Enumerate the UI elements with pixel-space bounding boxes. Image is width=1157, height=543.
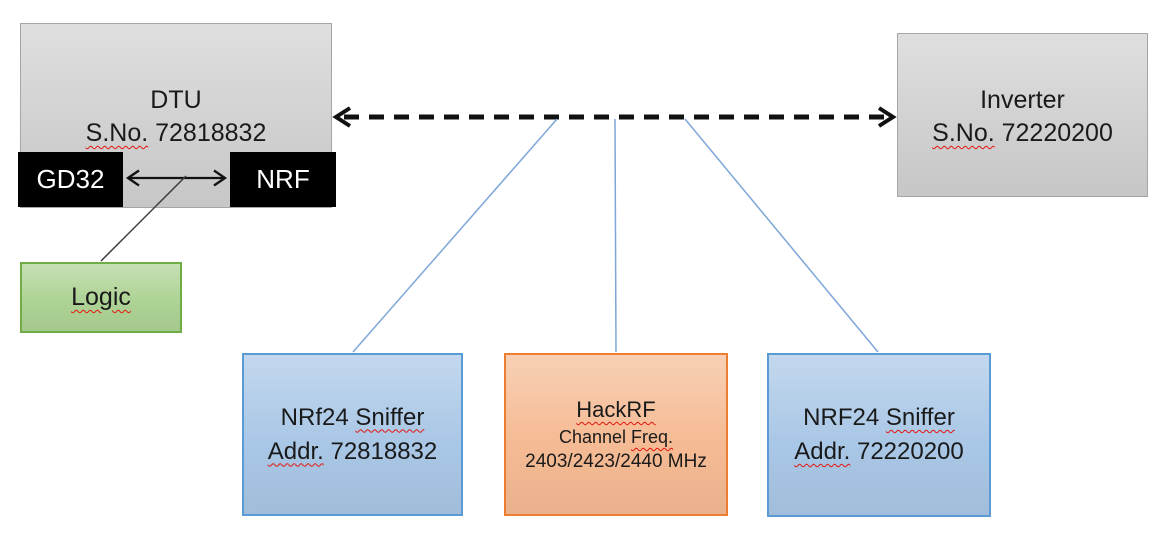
sniffer-left-addr-label: Addr. bbox=[267, 437, 324, 465]
inverter-serial: S.No. 72220200 bbox=[898, 117, 1147, 150]
sniffer-right-name-prefix: NRF24 bbox=[803, 404, 880, 431]
inverter-serial-number: 72220200 bbox=[1001, 119, 1113, 147]
sniffer-right-addr: Addr. 72220200 bbox=[794, 435, 964, 469]
inverter-serial-label: S.No. bbox=[932, 119, 995, 147]
connector-line-right-sniffer bbox=[684, 118, 879, 353]
sniffer-left-addr: Addr. 72818832 bbox=[268, 435, 438, 469]
dtu-inverter-dashed-arrow bbox=[332, 106, 897, 128]
dtu-box: DTU S.No. 72818832 bbox=[20, 23, 332, 208]
sniffer-left-addr-value: 72818832 bbox=[330, 437, 438, 465]
connector-line-hackrf bbox=[614, 118, 617, 353]
hackrf-freq-label: Channel bbox=[558, 427, 627, 447]
logic-box: Logic bbox=[20, 262, 182, 333]
hackrf-frequencies: 2403/2423/2440 MHz bbox=[525, 451, 707, 472]
nrf-chip-label: NRF bbox=[256, 164, 310, 194]
sniffer-left-name: NRf24 Sniffer bbox=[281, 401, 425, 435]
inverter-box: Inverter S.No. 72220200 bbox=[897, 33, 1148, 197]
dtu-label: DTU S.No. 72818832 bbox=[21, 84, 331, 150]
sniffer-right-name: NRF24 Sniffer bbox=[803, 401, 955, 435]
sniffer-left-name-prefix: NRf24 bbox=[280, 403, 349, 431]
sniffer-right-addr-label: Addr. bbox=[794, 438, 851, 465]
hackrf-freq-word: Freq. bbox=[631, 427, 674, 447]
dtu-serial-label: S.No. bbox=[85, 119, 149, 147]
sniffer-right-box: NRF24 Sniffer Addr. 72220200 bbox=[767, 353, 991, 517]
dtu-title: DTU bbox=[150, 86, 202, 114]
logic-label: Logic bbox=[71, 283, 131, 311]
sniffer-left-name-word: Sniffer bbox=[355, 403, 425, 431]
connector-line-left-sniffer bbox=[352, 118, 558, 353]
hackrf-channel-freq: Channel Freq. bbox=[559, 425, 673, 449]
dtu-serial-number: 72818832 bbox=[155, 119, 267, 147]
sniffer-right-addr-value: 72220200 bbox=[856, 438, 964, 465]
hackrf-title: HackRF bbox=[576, 397, 656, 422]
nrf-chip: NRF bbox=[230, 152, 336, 207]
dtu-serial: S.No. 72818832 bbox=[21, 117, 331, 150]
sniffer-left-box: NRf24 Sniffer Addr. 72818832 bbox=[242, 353, 463, 516]
sniffer-right-name-word: Sniffer bbox=[885, 404, 955, 431]
gd32-chip: GD32 bbox=[18, 152, 123, 207]
inverter-label: Inverter S.No. 72220200 bbox=[898, 84, 1147, 150]
gd32-chip-label: GD32 bbox=[36, 164, 105, 194]
inverter-title: Inverter bbox=[980, 86, 1065, 114]
hackrf-box: HackRF Channel Freq. 2403/2423/2440 MHz bbox=[504, 353, 728, 516]
